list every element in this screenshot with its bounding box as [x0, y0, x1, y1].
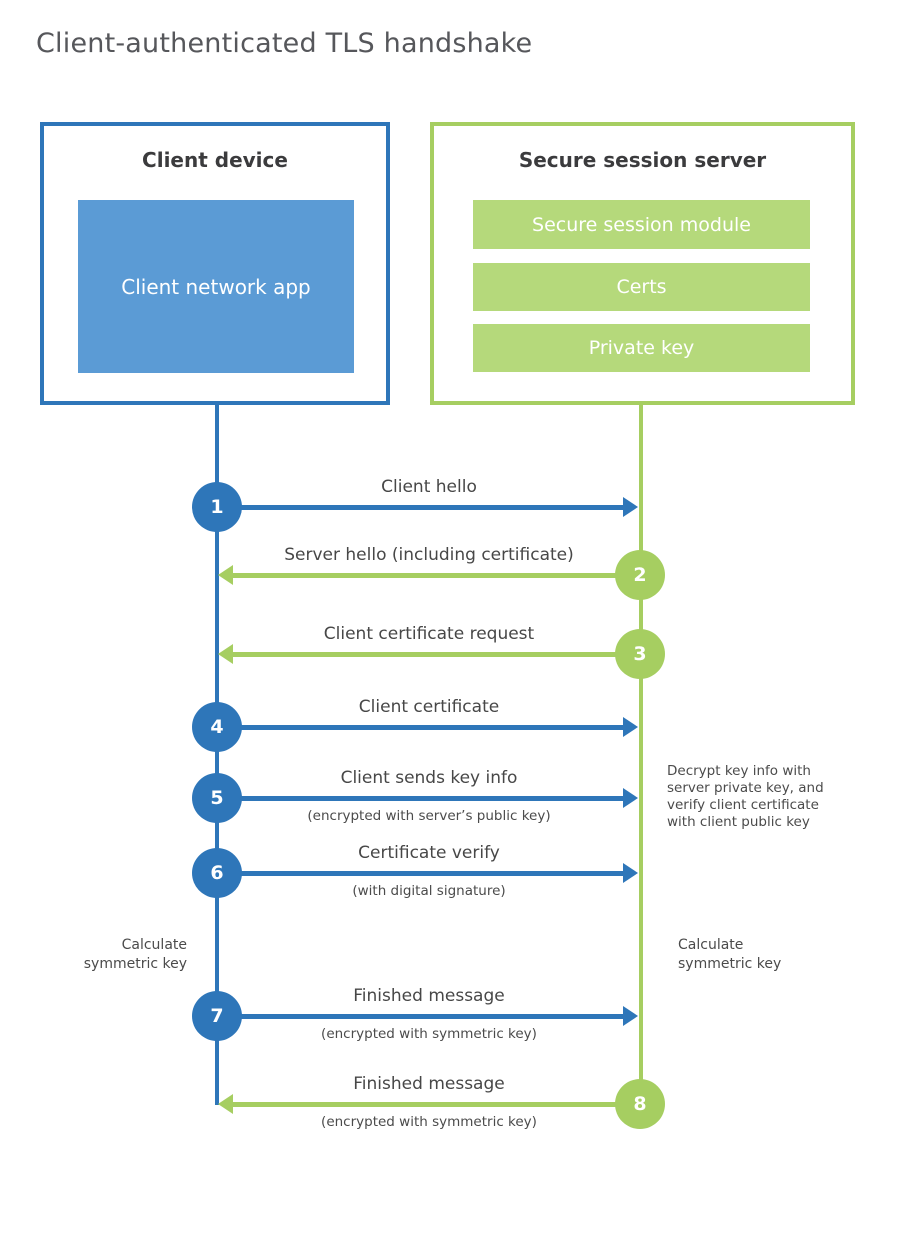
message-label: Client certificate: [358, 697, 500, 717]
step-number: 6: [210, 862, 224, 884]
message-sublabel: (encrypted with symmetric key): [321, 1114, 537, 1130]
arrow-line: [233, 652, 641, 657]
client-lifeline: [215, 405, 219, 1105]
arrowhead-left-icon: [218, 644, 233, 664]
message-label: Finished message: [353, 986, 505, 1006]
step-number: 5: [210, 787, 224, 809]
message-label: Server hello (including certificate): [284, 545, 574, 565]
step-number: 3: [633, 643, 647, 665]
calculate-symmetric-key-server: Calculate symmetric key: [678, 937, 782, 972]
client-network-app-box: Client network app: [78, 200, 354, 373]
step-number: 7: [210, 1005, 224, 1027]
arrow-line: [233, 573, 641, 578]
server-title: Secure session server: [518, 148, 767, 172]
step-circle: 8: [615, 1079, 665, 1129]
server-lifeline: [639, 405, 643, 1105]
arrow-line: [217, 725, 627, 730]
step-circle: 5: [192, 773, 242, 823]
arrow-line: [217, 505, 627, 510]
step-number: 2: [633, 564, 647, 586]
step-circle: 6: [192, 848, 242, 898]
message-label: Client certificate request: [323, 624, 535, 644]
server-module-secure-session: Secure session module: [473, 200, 810, 249]
decrypt-key-note: Decrypt key info with server private key…: [667, 763, 824, 830]
message-label: Finished message: [353, 1074, 505, 1094]
step-circle: 2: [615, 550, 665, 600]
arrowhead-right-icon: [623, 863, 638, 883]
arrowhead-left-icon: [218, 1094, 233, 1114]
step-circle: 3: [615, 629, 665, 679]
client-device-title: Client device: [142, 148, 288, 172]
arrow-line: [217, 1014, 627, 1019]
message-sublabel: (encrypted with symmetric key): [321, 1026, 537, 1042]
step-number: 8: [633, 1093, 647, 1115]
secure-session-server-box: Secure session server Secure session mod…: [430, 122, 855, 405]
arrow-line: [217, 871, 627, 876]
arrowhead-left-icon: [218, 565, 233, 585]
client-network-app-label: Client network app: [121, 274, 311, 299]
message-sublabel: (with digital signature): [352, 883, 506, 899]
step-number: 1: [210, 496, 224, 518]
step-circle: 7: [192, 991, 242, 1041]
message-label: Client sends key info: [340, 768, 518, 788]
step-circle: 4: [192, 702, 242, 752]
server-module-private-key: Private key: [473, 324, 810, 372]
message-label: Certificate verify: [358, 843, 500, 863]
step-number: 4: [210, 716, 224, 738]
calculate-symmetric-key-client: Calculate symmetric key: [83, 937, 187, 972]
message-label: Client hello: [381, 477, 477, 497]
client-device-box: Client device Client network app: [40, 122, 390, 405]
step-circle: 1: [192, 482, 242, 532]
page-title: Client-authenticated TLS handshake: [36, 28, 533, 59]
arrow-line: [217, 796, 627, 801]
arrowhead-right-icon: [623, 497, 638, 517]
server-module-certs: Certs: [473, 263, 810, 311]
message-sublabel: (encrypted with server’s public key): [307, 808, 551, 824]
arrowhead-right-icon: [623, 717, 638, 737]
arrow-line: [233, 1102, 641, 1107]
arrowhead-right-icon: [623, 788, 638, 808]
arrowhead-right-icon: [623, 1006, 638, 1026]
